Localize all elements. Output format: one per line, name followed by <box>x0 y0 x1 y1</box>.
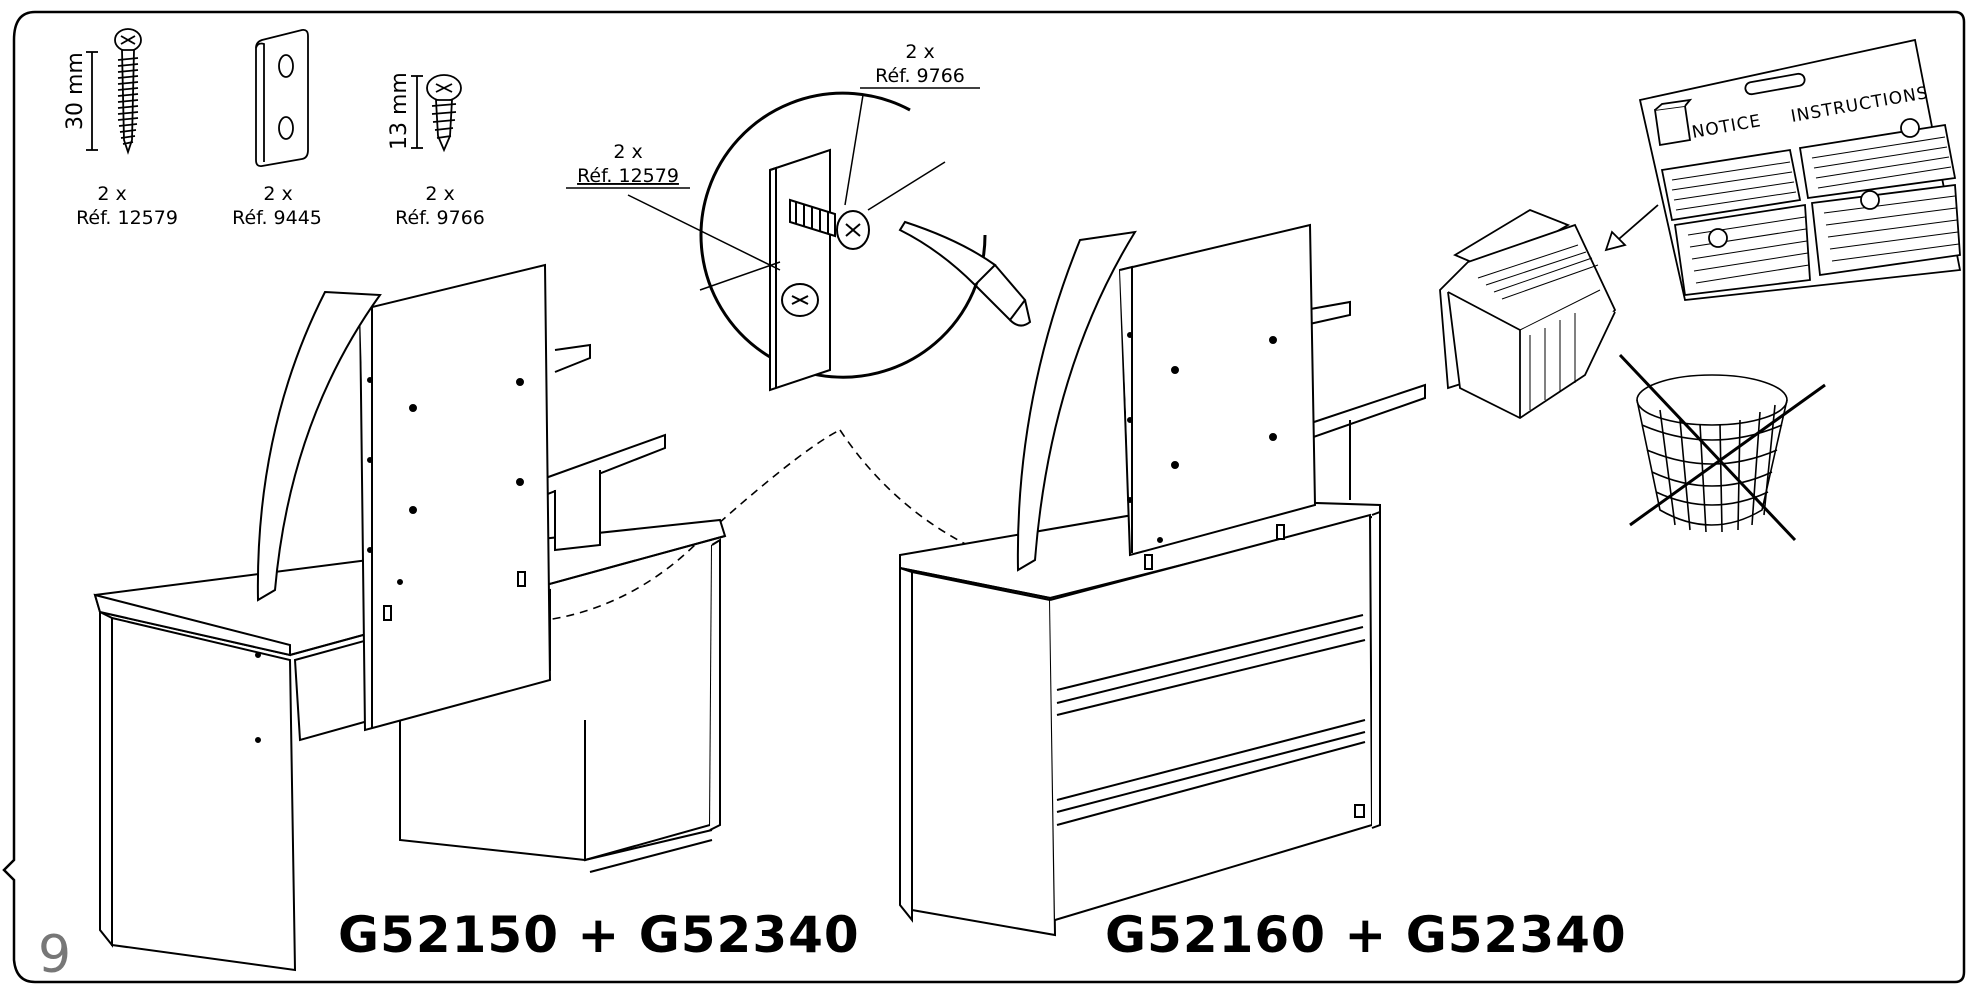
no-trash-icon <box>1618 353 1826 542</box>
desk-illustration-left <box>93 263 727 972</box>
short-screw-dimension: 13 mm <box>387 72 412 150</box>
callout-short-screw-qty: 2 x <box>905 41 934 63</box>
short-screw-icon-detail <box>789 198 870 250</box>
model-label-right: G52160 + G52340 <box>1105 906 1627 964</box>
connector-plate-icon <box>255 28 309 168</box>
part-qty-3: 2 x <box>425 183 454 205</box>
page-number: 9 <box>38 925 71 985</box>
detail-connector-left <box>454 429 841 625</box>
model-label-left: G52150 + G52340 <box>338 906 860 964</box>
parts-list: 30 mm 13 mm 2 x Réf. 12579 2 x Réf. 9445… <box>63 28 485 229</box>
arrow-icon <box>1604 204 1659 252</box>
part-ref-2: Réf. 9445 <box>232 207 322 229</box>
long-screw-dimension: 30 mm <box>63 52 88 130</box>
detail-magnifier <box>627 91 1032 392</box>
instruction-sheet-icon <box>1638 38 1962 301</box>
part-qty-1: 2 x <box>97 183 126 205</box>
part-qty-2: 2 x <box>263 183 292 205</box>
callout-short-screw-ref: Réf. 9766 <box>875 65 965 87</box>
callout-plate-screw-qty: 2 x <box>613 141 642 163</box>
callout-plate-screw-ref: Réf. 12579 <box>577 165 679 187</box>
long-screw-icon <box>86 28 142 155</box>
page-border <box>2 10 1966 984</box>
file-box-icon <box>1439 208 1617 420</box>
desk-illustration-right <box>899 223 1426 937</box>
short-screw-icon <box>411 74 462 153</box>
part-ref-3: Réf. 9766 <box>395 207 485 229</box>
screwdriver-icon <box>898 220 1032 327</box>
part-ref-1: Réf. 12579 <box>76 207 178 229</box>
